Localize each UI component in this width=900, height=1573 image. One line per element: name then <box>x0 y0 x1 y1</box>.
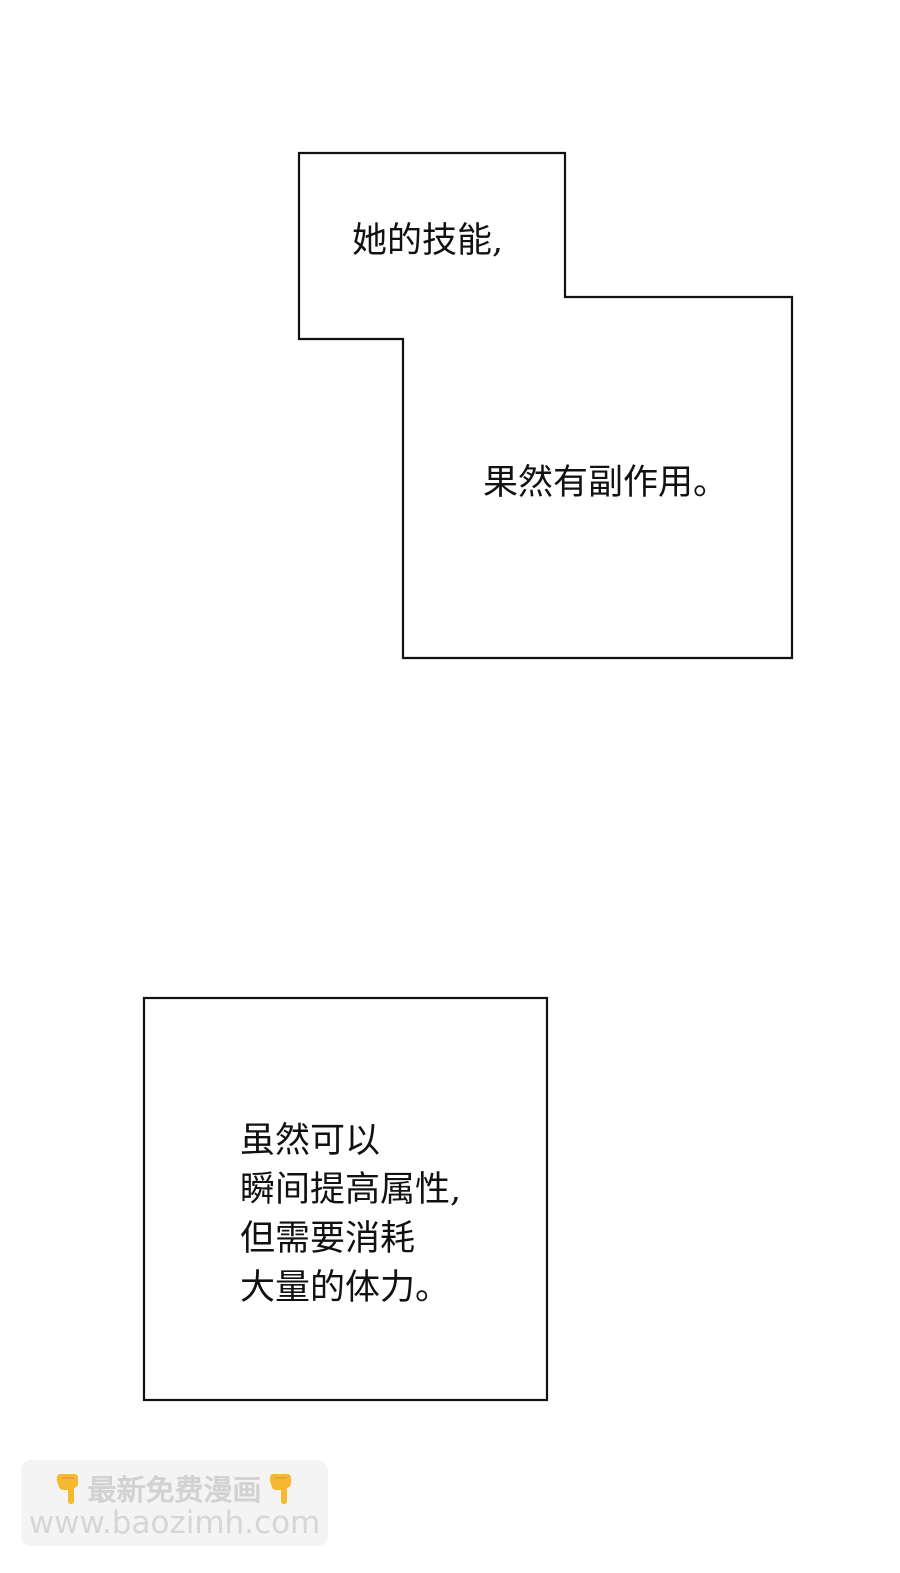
caption-line-4: 大量的体力。 <box>240 1268 451 1308</box>
caption-line-2: 瞬间提高属性, <box>240 1170 462 1210</box>
watermark-title: 最新免费漫画 <box>87 1473 262 1507</box>
caption-line-3: 但需要消耗 <box>240 1219 416 1259</box>
watermark-url[interactable]: www.baozimh.com <box>28 1505 321 1541</box>
pointing-down-hand-icon <box>53 1470 83 1506</box>
pointing-down-hand-icon <box>266 1470 296 1506</box>
caption-line-1: 虽然可以 <box>240 1121 381 1161</box>
watermark-title-row: 最新免费漫画 <box>21 1468 328 1508</box>
watermark-badge[interactable]: 最新免费漫画 www.baozimh.com <box>21 1460 328 1546</box>
caption-side-effect: 果然有副作用。 <box>483 463 729 503</box>
caption-stamina-explanation: 虽然可以 瞬间提高属性, 但需要消耗 大量的体力。 <box>240 1117 461 1313</box>
caption-her-skill: 她的技能, <box>352 221 504 261</box>
